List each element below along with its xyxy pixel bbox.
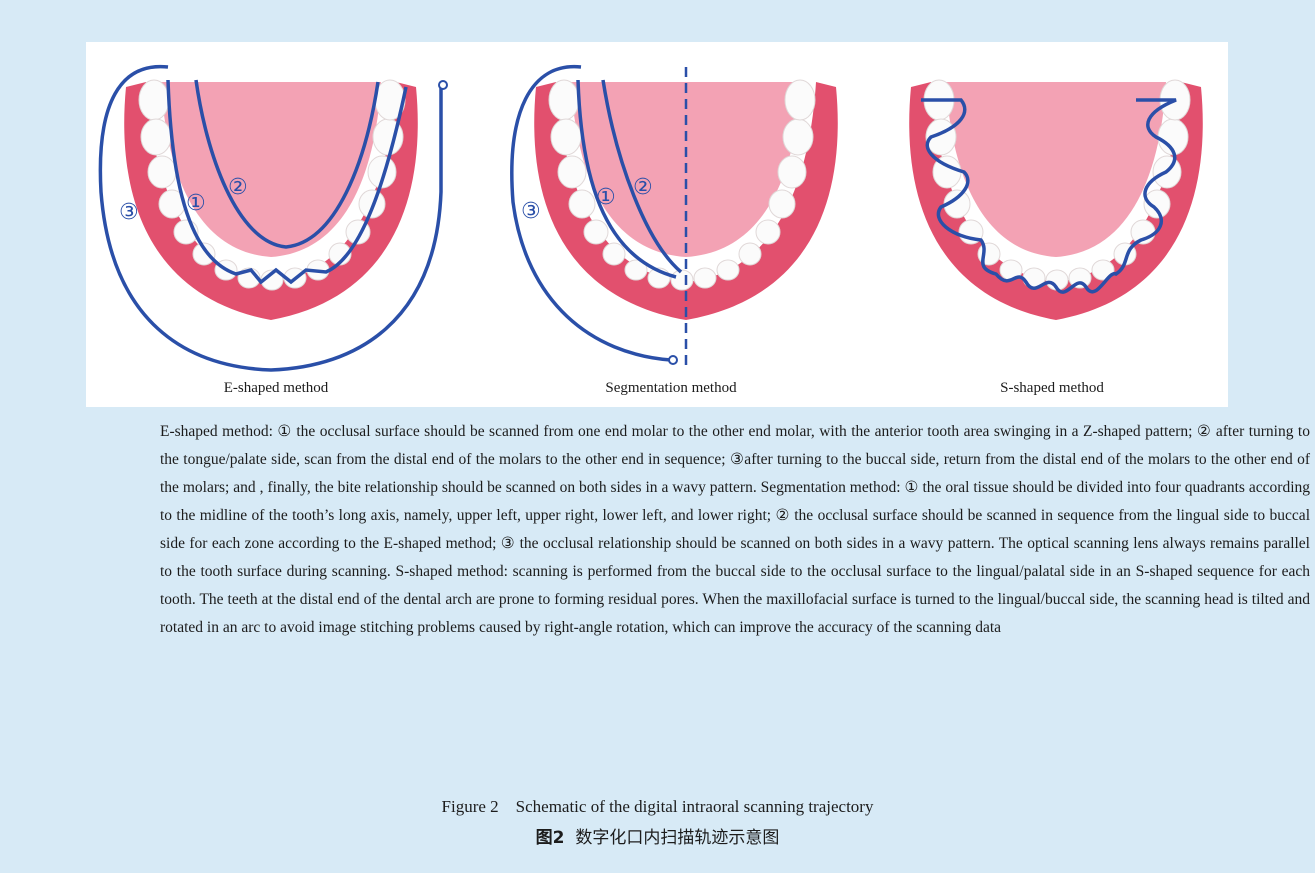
figure-title-chinese: 图2 数字化口内扫描轨迹示意图: [0, 823, 1315, 848]
figure-panel-area: ① ② ③ E-shaped method: [86, 42, 1228, 407]
panel-segmentation: ① ② ③ Segmentation method: [481, 42, 861, 407]
figure-title-english: Figure 2 Schematic of the digital intrao…: [0, 792, 1315, 817]
marker-1: ①: [596, 185, 616, 210]
panel-s-shaped: S-shaped method: [876, 42, 1228, 407]
marker-2: ②: [633, 175, 653, 200]
panel-label-s-shaped: S-shaped method: [876, 380, 1228, 397]
figure-caption-text: E-shaped method: ① the occlusal surface …: [160, 418, 1310, 642]
marker-3: ③: [119, 200, 139, 225]
panel-e-shaped: ① ② ③ E-shaped method: [86, 42, 466, 407]
panel-label-e-shaped: E-shaped method: [86, 380, 466, 397]
marker-2: ②: [228, 175, 248, 200]
marker-1: ①: [186, 191, 206, 216]
segmentation-diagram: ① ② ③: [481, 42, 861, 407]
s-shaped-diagram: [876, 42, 1228, 407]
figure-title-chinese-label: 图2: [536, 828, 565, 848]
figure-title-chinese-text: 数字化口内扫描轨迹示意图: [575, 828, 779, 848]
marker-3: ③: [521, 199, 541, 224]
panel-label-segmentation: Segmentation method: [481, 380, 861, 397]
e-shaped-diagram: ① ② ③: [86, 42, 466, 407]
